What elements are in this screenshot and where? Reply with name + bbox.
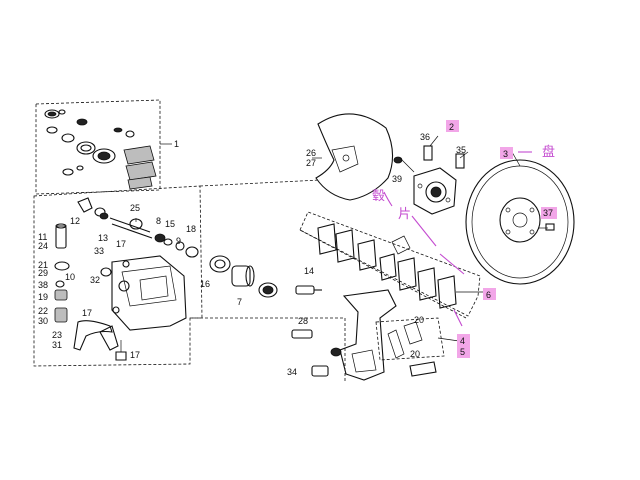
callout-20b: 20	[410, 349, 420, 359]
callout-21: 21	[38, 260, 48, 270]
callout-11: 11	[38, 232, 47, 242]
callout-27: 27	[306, 158, 316, 168]
note-rotor: 盘	[542, 144, 555, 160]
callout-30: 30	[38, 316, 48, 326]
caliper-group	[33, 179, 346, 382]
callout-32: 32	[90, 275, 100, 285]
note-hub: 毂	[372, 189, 385, 204]
callout-35: 35	[456, 145, 466, 155]
callout-17a: 17	[116, 239, 126, 249]
callout-26: 26	[306, 148, 316, 158]
callout-labels: 1 2 3 4 5 6 7 8 9 10 11 12 13 14 15 16 1…	[38, 122, 553, 377]
callout-15: 15	[165, 219, 175, 229]
callout-17b: 17	[82, 308, 92, 318]
callout-5: 5	[460, 347, 465, 357]
callout-highlights	[446, 120, 557, 358]
callout-29: 29	[38, 268, 48, 278]
callout-19: 19	[38, 292, 48, 302]
hub-bearing	[393, 145, 465, 215]
callout-39: 39	[392, 174, 402, 184]
callout-4: 4	[460, 336, 465, 346]
callout-31: 31	[52, 340, 62, 350]
callout-23: 23	[52, 330, 62, 340]
callout-1: 1	[174, 139, 179, 149]
callout-33: 33	[94, 246, 104, 256]
callout-14: 14	[304, 266, 314, 276]
callout-9: 9	[176, 236, 181, 246]
callout-38: 38	[38, 280, 48, 290]
brake-rotor	[465, 159, 575, 285]
callout-10: 10	[65, 272, 75, 282]
callout-2: 2	[449, 122, 454, 132]
callout-7: 7	[237, 297, 242, 307]
callout-22: 22	[38, 306, 48, 316]
callout-28: 28	[298, 316, 308, 326]
callout-6: 6	[486, 290, 491, 300]
handwritten-annotations: 盘 毂 片	[372, 144, 555, 327]
seal-kit-group	[35, 99, 172, 195]
brake-pad-set	[299, 211, 481, 319]
callout-17c: 17	[130, 350, 140, 360]
callout-3: 3	[503, 149, 508, 159]
callout-20a: 20	[414, 315, 424, 325]
callout-34: 34	[287, 367, 297, 377]
callout-25: 25	[130, 203, 140, 213]
note-pads: 片	[398, 207, 411, 222]
callout-18: 18	[186, 224, 196, 234]
callout-36: 36	[420, 132, 430, 142]
caliper-bracket	[291, 285, 445, 381]
callout-12: 12	[70, 216, 80, 226]
callout-13: 13	[98, 233, 108, 243]
callout-16: 16	[200, 279, 210, 289]
callout-8: 8	[156, 216, 161, 226]
callout-37: 37	[543, 208, 553, 218]
splash-shield	[315, 113, 394, 201]
callout-24: 24	[38, 241, 48, 251]
leader-lines	[135, 135, 521, 343]
